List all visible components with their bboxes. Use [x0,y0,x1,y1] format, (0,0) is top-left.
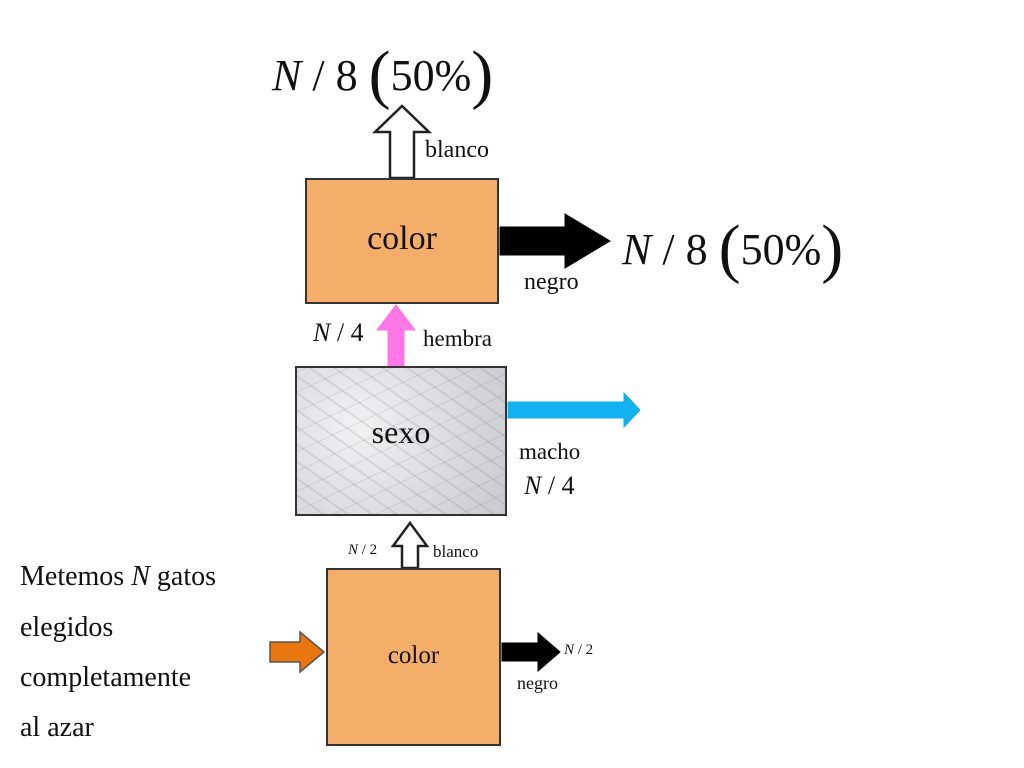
color-bottom-negro-count-n: N [564,642,575,658]
color-bottom-blanco-count-rest: / 2 [358,542,378,558]
right-output-rest: / 8 [651,225,719,274]
color-bottom-negro-label: negro [517,673,558,693]
sexo-box: sexo [295,366,507,516]
intro-line-1-b: gatos [149,561,217,592]
color-bottom-blanco-count: N / 2 [348,543,377,558]
top-output-paren-close: ) [471,38,494,111]
color-bottom-negro-count: N / 2 [564,643,593,658]
hollow-up-arrow-bottom [390,520,430,570]
macho-count-n: N [524,471,542,500]
right-output-label: N / 8 (50%) [622,210,843,282]
top-output-rest: / 8 [301,51,369,100]
top-output-n: N [272,51,302,100]
top-output-pct: 50% [390,51,472,100]
hembra-count-rest: / 4 [330,318,364,347]
intro-line-1-n: N [131,561,150,592]
intro-line-1-a: Metemos [20,561,132,592]
right-output-paren-open: ( [718,212,741,285]
right-output-pct: 50% [740,225,822,274]
color-box-top: color [305,178,499,304]
intro-line-3: completamente [20,662,192,693]
black-right-arrow-bottom [501,631,561,673]
macho-count-rest: / 4 [541,471,575,500]
intro-line-1: Metemos N gatos [20,563,216,591]
hollow-up-arrow-top [371,104,433,180]
color-bottom-blanco-label: blanco [433,542,479,561]
color-bottom-blanco-count-n: N [348,542,359,558]
hembra-label: hembra [423,326,492,351]
color-box-bottom-label: color [387,642,440,669]
hembra-count: N / 4 [313,320,364,346]
top-output-paren-open: ( [368,38,391,111]
sexo-box-label: sexo [371,414,431,450]
pink-up-arrow [375,304,417,367]
hembra-count-n: N [313,318,331,347]
color-top-negro-label: negro [524,269,579,295]
intro-line-2: elegidos [20,612,114,643]
macho-count: N / 4 [524,473,575,499]
color-top-blanco-label: blanco [425,137,489,163]
color-box-bottom: color [326,568,501,746]
top-output-label: N / 8 (50%) [272,36,493,108]
macho-label: macho [519,439,581,464]
black-right-arrow-top [499,213,611,269]
color-box-top-label: color [367,220,437,257]
right-output-n: N [622,225,652,274]
intro-line-4: al azar [20,712,94,743]
right-output-paren-close: ) [821,212,844,285]
orange-right-arrow [269,630,326,674]
color-bottom-negro-count-rest: / 2 [574,642,594,658]
cyan-right-arrow [507,391,641,429]
